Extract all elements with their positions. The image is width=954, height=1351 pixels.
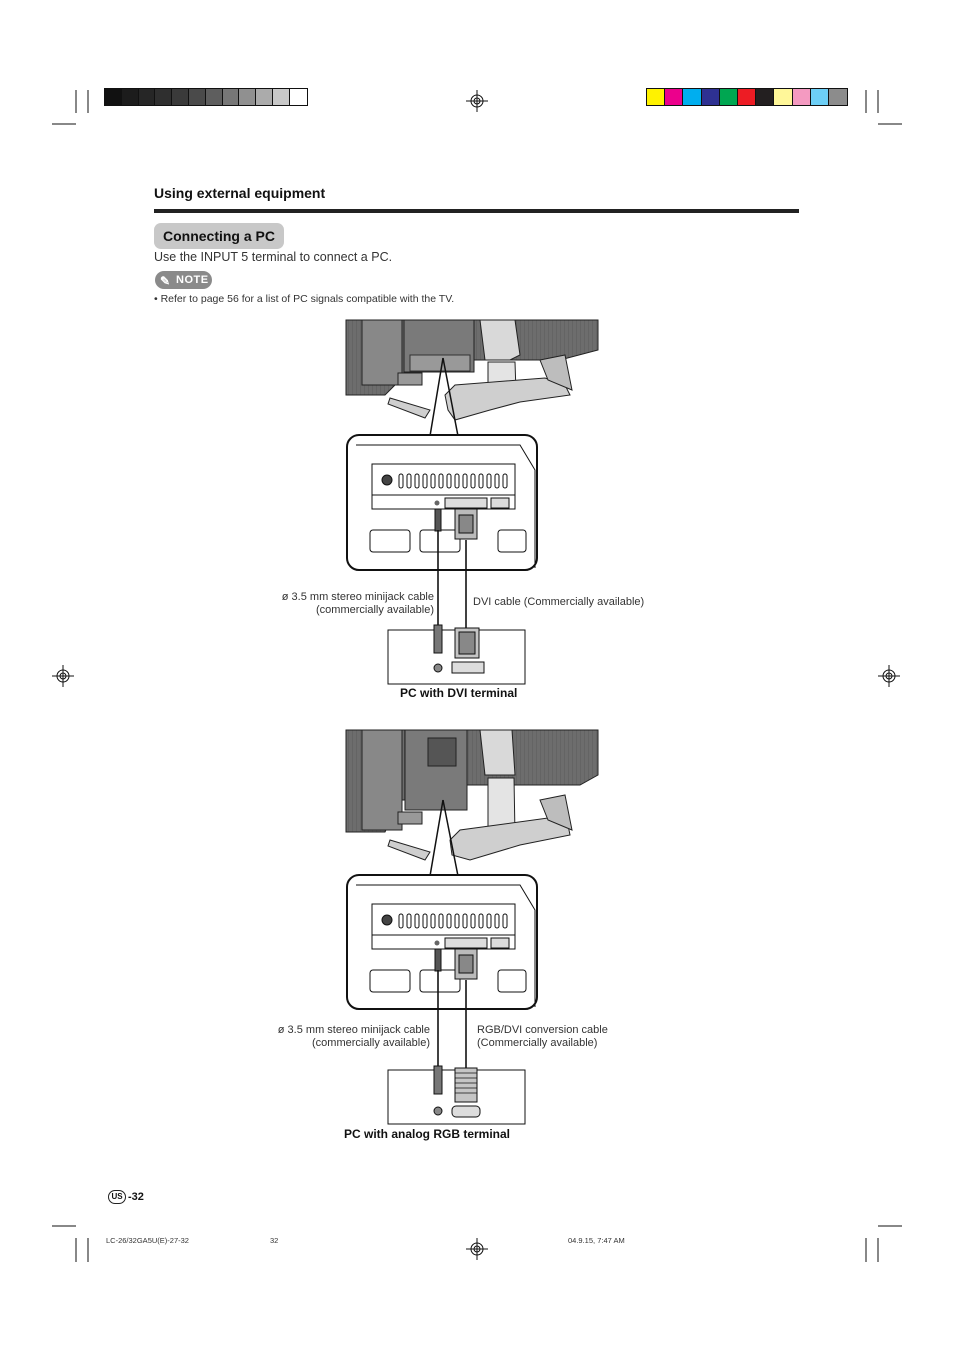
d1-minijack-caption-line1: ø 3.5 mm stereo minijack cable — [281, 591, 434, 603]
tv-rear-top — [345, 319, 599, 437]
note-label: NOTE — [176, 274, 209, 286]
pc-dvi-box — [387, 624, 526, 685]
color-swatch — [664, 88, 685, 106]
d1-minijack-caption-line2: (commercially available) — [316, 604, 434, 616]
color-swatch — [645, 88, 667, 106]
color-swatch — [204, 88, 224, 106]
page-number-text: -32 — [128, 1190, 144, 1203]
registration-mark-right — [877, 664, 901, 688]
d2-minijack-caption: ø 3.5 mm stereo minijack cable (commerci… — [210, 1024, 430, 1050]
us-badge: US — [108, 1190, 126, 1204]
pencil-icon: ✎ — [160, 274, 171, 288]
color-swatch — [791, 88, 812, 106]
color-swatch — [272, 88, 291, 106]
color-swatch — [154, 88, 174, 106]
color-swatch — [827, 88, 849, 106]
color-swatch — [104, 88, 123, 106]
doc-code: LC-26/32GA5U(E)-27-32 — [106, 1236, 189, 1245]
subsection-title: Connecting a PC — [154, 223, 284, 249]
note-badge: ✎ NOTE — [155, 271, 212, 289]
d2-minijack-caption-line2: (commercially available) — [312, 1037, 430, 1049]
registration-mark-left — [51, 664, 75, 688]
color-swatch — [736, 88, 758, 106]
color-swatch — [718, 88, 739, 106]
d1-cable-caption: DVI cable (Commercially available) — [473, 596, 645, 608]
registration-mark-top — [465, 89, 489, 113]
d2-cable-caption-line2: (Commercially available) — [477, 1037, 598, 1049]
note-bullet: • Refer to page 56 for a list of PC sign… — [154, 293, 455, 305]
color-swatch — [288, 88, 308, 106]
page-number: US-32 — [108, 1190, 144, 1204]
color-swatch — [700, 88, 721, 106]
intro-text: Use the INPUT 5 terminal to connect a PC… — [154, 250, 393, 264]
terminal-panel-detail-2 — [346, 874, 538, 1010]
terminal-panel-detail-1 — [346, 434, 538, 571]
color-swatch — [255, 88, 274, 106]
color-swatch — [755, 88, 776, 106]
crop-marks — [52, 90, 902, 1262]
color-swatch — [809, 88, 830, 106]
d1-pc-label: PC with DVI terminal — [400, 686, 518, 700]
d2-cable-caption-line1: RGB/DVI conversion cable — [477, 1024, 608, 1036]
d2-pc-label: PC with analog RGB terminal — [344, 1127, 511, 1141]
color-swatch — [171, 88, 190, 106]
d1-minijack-caption: ø 3.5 mm stereo minijack cable (commerci… — [214, 591, 434, 617]
registration-mark-bottom — [465, 1237, 489, 1261]
color-swatch — [137, 88, 157, 106]
color-swatch — [221, 88, 241, 106]
color-swatch — [682, 88, 703, 106]
pc-rgb-box — [387, 1065, 526, 1125]
tv-rear-bottom — [345, 729, 599, 877]
color-swatch — [188, 88, 207, 106]
print-timestamp: 04.9.15, 7:47 AM — [568, 1236, 625, 1245]
color-swatch — [120, 88, 140, 106]
color-swatch — [238, 88, 258, 106]
section-rule — [154, 209, 799, 213]
d2-cable-caption: RGB/DVI conversion cable (Commercially a… — [477, 1024, 608, 1050]
sheet-number: 32 — [270, 1236, 279, 1245]
color-swatch — [773, 88, 794, 106]
section-title: Using external equipment — [154, 185, 326, 201]
d2-minijack-caption-line1: ø 3.5 mm stereo minijack cable — [277, 1024, 430, 1036]
